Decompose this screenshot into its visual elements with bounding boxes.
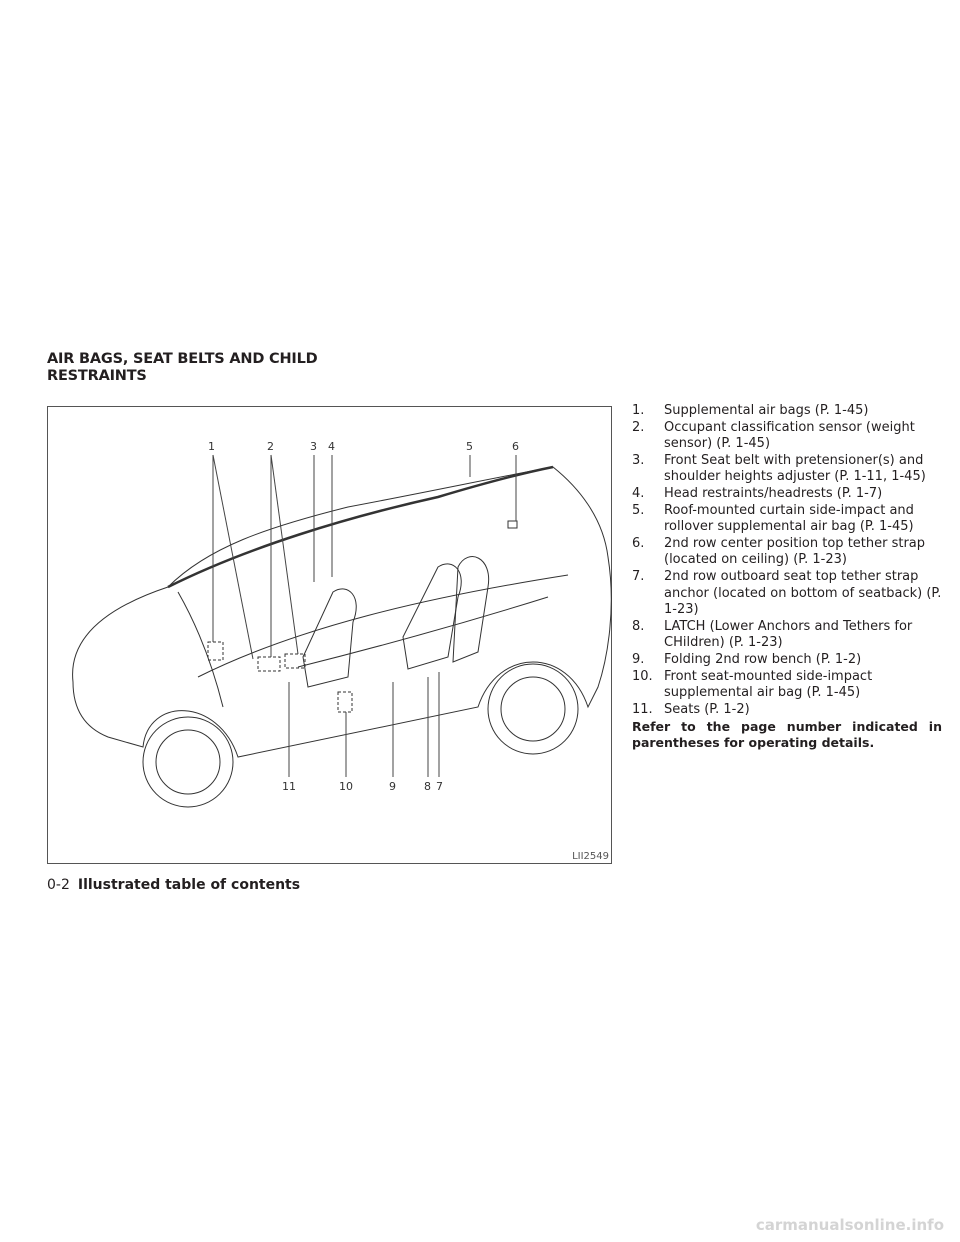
list-item: 3. Front Seat belt with pretensioner(s) a…	[632, 453, 942, 486]
item-text: Occupant classification sensor (weight s…	[664, 419, 915, 452]
callout-7: 7	[436, 780, 443, 793]
figure-id: LII2549	[572, 851, 609, 862]
section-title: AIR BAGS, SEAT BELTS AND CHILD RESTRAINT…	[47, 351, 318, 385]
page-footer: 0-2 Illustrated table of contents	[47, 877, 300, 893]
item-number: 6.	[632, 535, 645, 551]
callout-11: 11	[282, 780, 296, 793]
item-number: 4.	[632, 485, 645, 501]
item-number: 11.	[632, 701, 653, 717]
callout-8: 8	[424, 780, 431, 793]
item-number: 8.	[632, 618, 645, 634]
callout-3: 3	[310, 440, 317, 453]
list-item: 9. Folding 2nd row bench (P. 1-2)	[632, 652, 942, 669]
list-item: 11. Seats (P. 1-2)	[632, 702, 942, 719]
list-item: 2. Occupant classification sensor (weight…	[632, 420, 942, 453]
item-text: Front seat-mounted side-impact supplemen…	[664, 668, 873, 701]
component-list: 1. Supplemental air bags (P. 1-45) 2. Occu…	[632, 403, 942, 751]
callout-1: 1	[208, 440, 215, 453]
item-number: 1.	[632, 403, 645, 418]
page-number: 0-2	[47, 877, 70, 893]
item-text: LATCH (Lower Anchors and Tethers for CHi…	[664, 618, 913, 651]
list-item: 4. Head restraints/headrests (P. 1-7)	[632, 486, 942, 503]
item-text: 2nd row center position top tether strap…	[664, 535, 926, 568]
callout-4: 4	[328, 440, 335, 453]
callout-5: 5	[466, 440, 473, 453]
item-text: Roof-mounted curtain side-impact and rol…	[664, 502, 914, 535]
item-text: 2nd row outboard seat top tether strap a…	[664, 568, 942, 618]
item-number: 2.	[632, 419, 645, 435]
item-text: Seats (P. 1-2)	[664, 701, 750, 717]
item-text: Front Seat belt with pretensioner(s) and…	[664, 452, 926, 485]
item-number: 9.	[632, 651, 645, 667]
list-item: 10. Front seat-mounted side-impact supple…	[632, 669, 942, 702]
car-cutaway-drawing	[72, 454, 612, 808]
item-number: 5.	[632, 502, 645, 518]
footer-section: Illustrated table of contents	[77, 877, 301, 893]
item-text: Supplemental air bags (P. 1-45)	[664, 403, 869, 418]
item-text: Folding 2nd row bench (P. 1-2)	[664, 651, 862, 667]
item-number: 10.	[632, 668, 653, 684]
title-line-1: AIR BAGS, SEAT BELTS AND CHILD	[47, 351, 318, 367]
watermark: carmanualsonline.info	[755, 1216, 944, 1234]
list-item: 5. Roof-mounted curtain side-impact and r…	[632, 503, 942, 536]
callout-10: 10	[339, 780, 353, 793]
list-item: 6. 2nd row center position top tether str…	[632, 536, 942, 569]
callout-6: 6	[512, 440, 519, 453]
list-item: 8. LATCH (Lower Anchors and Tethers for C…	[632, 619, 942, 652]
title-line-2: RESTRAINTS	[47, 368, 147, 384]
callout-9: 9	[389, 780, 396, 793]
reference-note: Refer to the page number indicated in pa…	[632, 719, 942, 751]
vehicle-illustration: 1 2 3 4 5 6 11 10 9 8 7 LII2549	[47, 406, 612, 864]
item-number: 7.	[632, 568, 645, 584]
item-text: Head restraints/headrests (P. 1-7)	[664, 485, 883, 501]
list-item: 7. 2nd row outboard seat top tether strap…	[632, 569, 942, 619]
list-item: 1. Supplemental air bags (P. 1-45)	[632, 403, 942, 420]
item-number: 3.	[632, 452, 645, 468]
callout-2: 2	[267, 440, 274, 453]
